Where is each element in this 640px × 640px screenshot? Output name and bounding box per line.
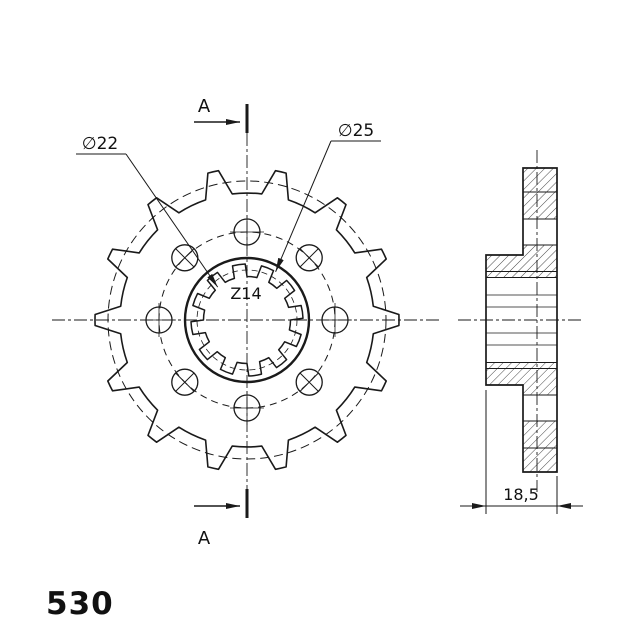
hatch-region bbox=[523, 245, 557, 255]
hole-x-mark bbox=[175, 372, 195, 392]
width-dimension-label: 18,5 bbox=[503, 485, 539, 504]
leader-line bbox=[275, 140, 332, 272]
leader-line bbox=[125, 153, 219, 288]
bore-diameter-label: ∅22 bbox=[82, 134, 118, 154]
bolt-hole bbox=[295, 244, 323, 272]
hole-x-mark bbox=[175, 248, 195, 268]
section-mark-bottom: A bbox=[194, 489, 249, 549]
section-label-bottom: A bbox=[198, 528, 211, 549]
teeth-count-label: Z14 bbox=[230, 284, 261, 303]
spline-diameter-label: ∅25 bbox=[338, 121, 374, 141]
sprocket-side-section-view: 18,5 bbox=[458, 150, 584, 514]
spline-diameter-callout: ∅25 bbox=[275, 121, 381, 272]
hatch-region bbox=[523, 168, 557, 219]
part-number: 530 bbox=[46, 586, 114, 622]
section-mark-top: A bbox=[194, 96, 249, 133]
hole-x-mark bbox=[299, 248, 319, 268]
hole-x-mark bbox=[299, 372, 319, 392]
bore-diameter-callout: ∅22 bbox=[76, 134, 219, 288]
section-label-top: A bbox=[198, 96, 211, 117]
sprocket-tooth-outline bbox=[94, 169, 400, 471]
hatch-region bbox=[486, 255, 557, 278]
bolt-hole bbox=[295, 368, 323, 396]
hatch-region bbox=[523, 421, 557, 472]
hatch-region bbox=[523, 385, 557, 395]
sprocket-front-view: A A ∅22 ∅25 Z14 bbox=[52, 96, 442, 549]
width-dimension: 18,5 bbox=[460, 390, 583, 514]
section-outline bbox=[485, 167, 558, 473]
bolt-hole bbox=[171, 368, 199, 396]
hatch-region bbox=[486, 362, 557, 385]
